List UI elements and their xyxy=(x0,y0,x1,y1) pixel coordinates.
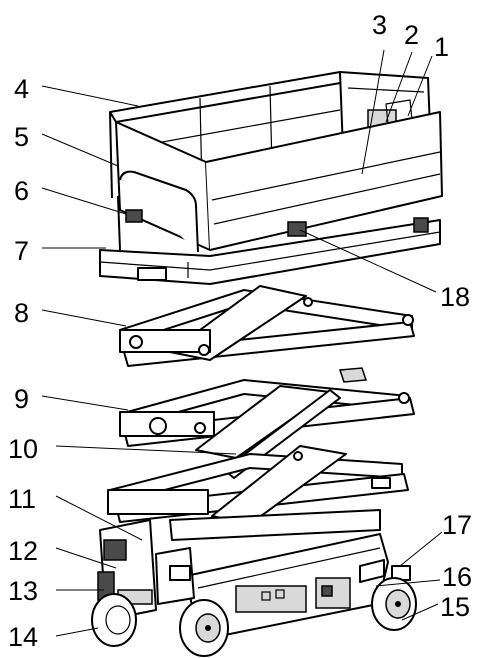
front-right-wheel xyxy=(179,599,229,657)
ground-control-panel xyxy=(315,577,351,609)
callout-14: 14 xyxy=(8,622,38,652)
platform-decal xyxy=(137,267,167,281)
rear-wheel xyxy=(371,577,417,631)
battery-tray xyxy=(235,585,307,613)
wheels xyxy=(91,577,417,657)
scissor-arm-stack xyxy=(107,285,415,533)
callout-5: 5 xyxy=(14,122,29,152)
leader-lines xyxy=(41,49,443,637)
callout-13: 13 xyxy=(8,576,38,606)
callout-8: 8 xyxy=(14,298,29,328)
gate-latch xyxy=(125,209,143,223)
callout-labels: 1 2 3 4 5 6 7 8 9 10 11 12 13 14 15 16 1… xyxy=(8,10,472,652)
front-plate xyxy=(103,539,127,561)
callout-3: 3 xyxy=(372,10,387,40)
platform-guardrail-assembly xyxy=(99,71,443,285)
callout-1: 1 xyxy=(434,32,449,62)
pothole-lock xyxy=(287,221,307,237)
callout-18: 18 xyxy=(440,282,470,312)
callout-17: 17 xyxy=(442,510,472,540)
callout-10: 10 xyxy=(8,434,38,464)
callout-15: 15 xyxy=(440,592,470,622)
callout-4: 4 xyxy=(14,74,29,104)
callout-12: 12 xyxy=(8,536,38,566)
callout-6: 6 xyxy=(14,176,29,206)
chassis-base xyxy=(97,509,411,637)
callout-16: 16 xyxy=(442,562,472,592)
callout-7: 7 xyxy=(14,236,29,266)
callout-11: 11 xyxy=(8,484,36,514)
front-left-wheel xyxy=(91,593,137,647)
callout-2: 2 xyxy=(404,20,419,50)
callout-9: 9 xyxy=(14,384,29,414)
